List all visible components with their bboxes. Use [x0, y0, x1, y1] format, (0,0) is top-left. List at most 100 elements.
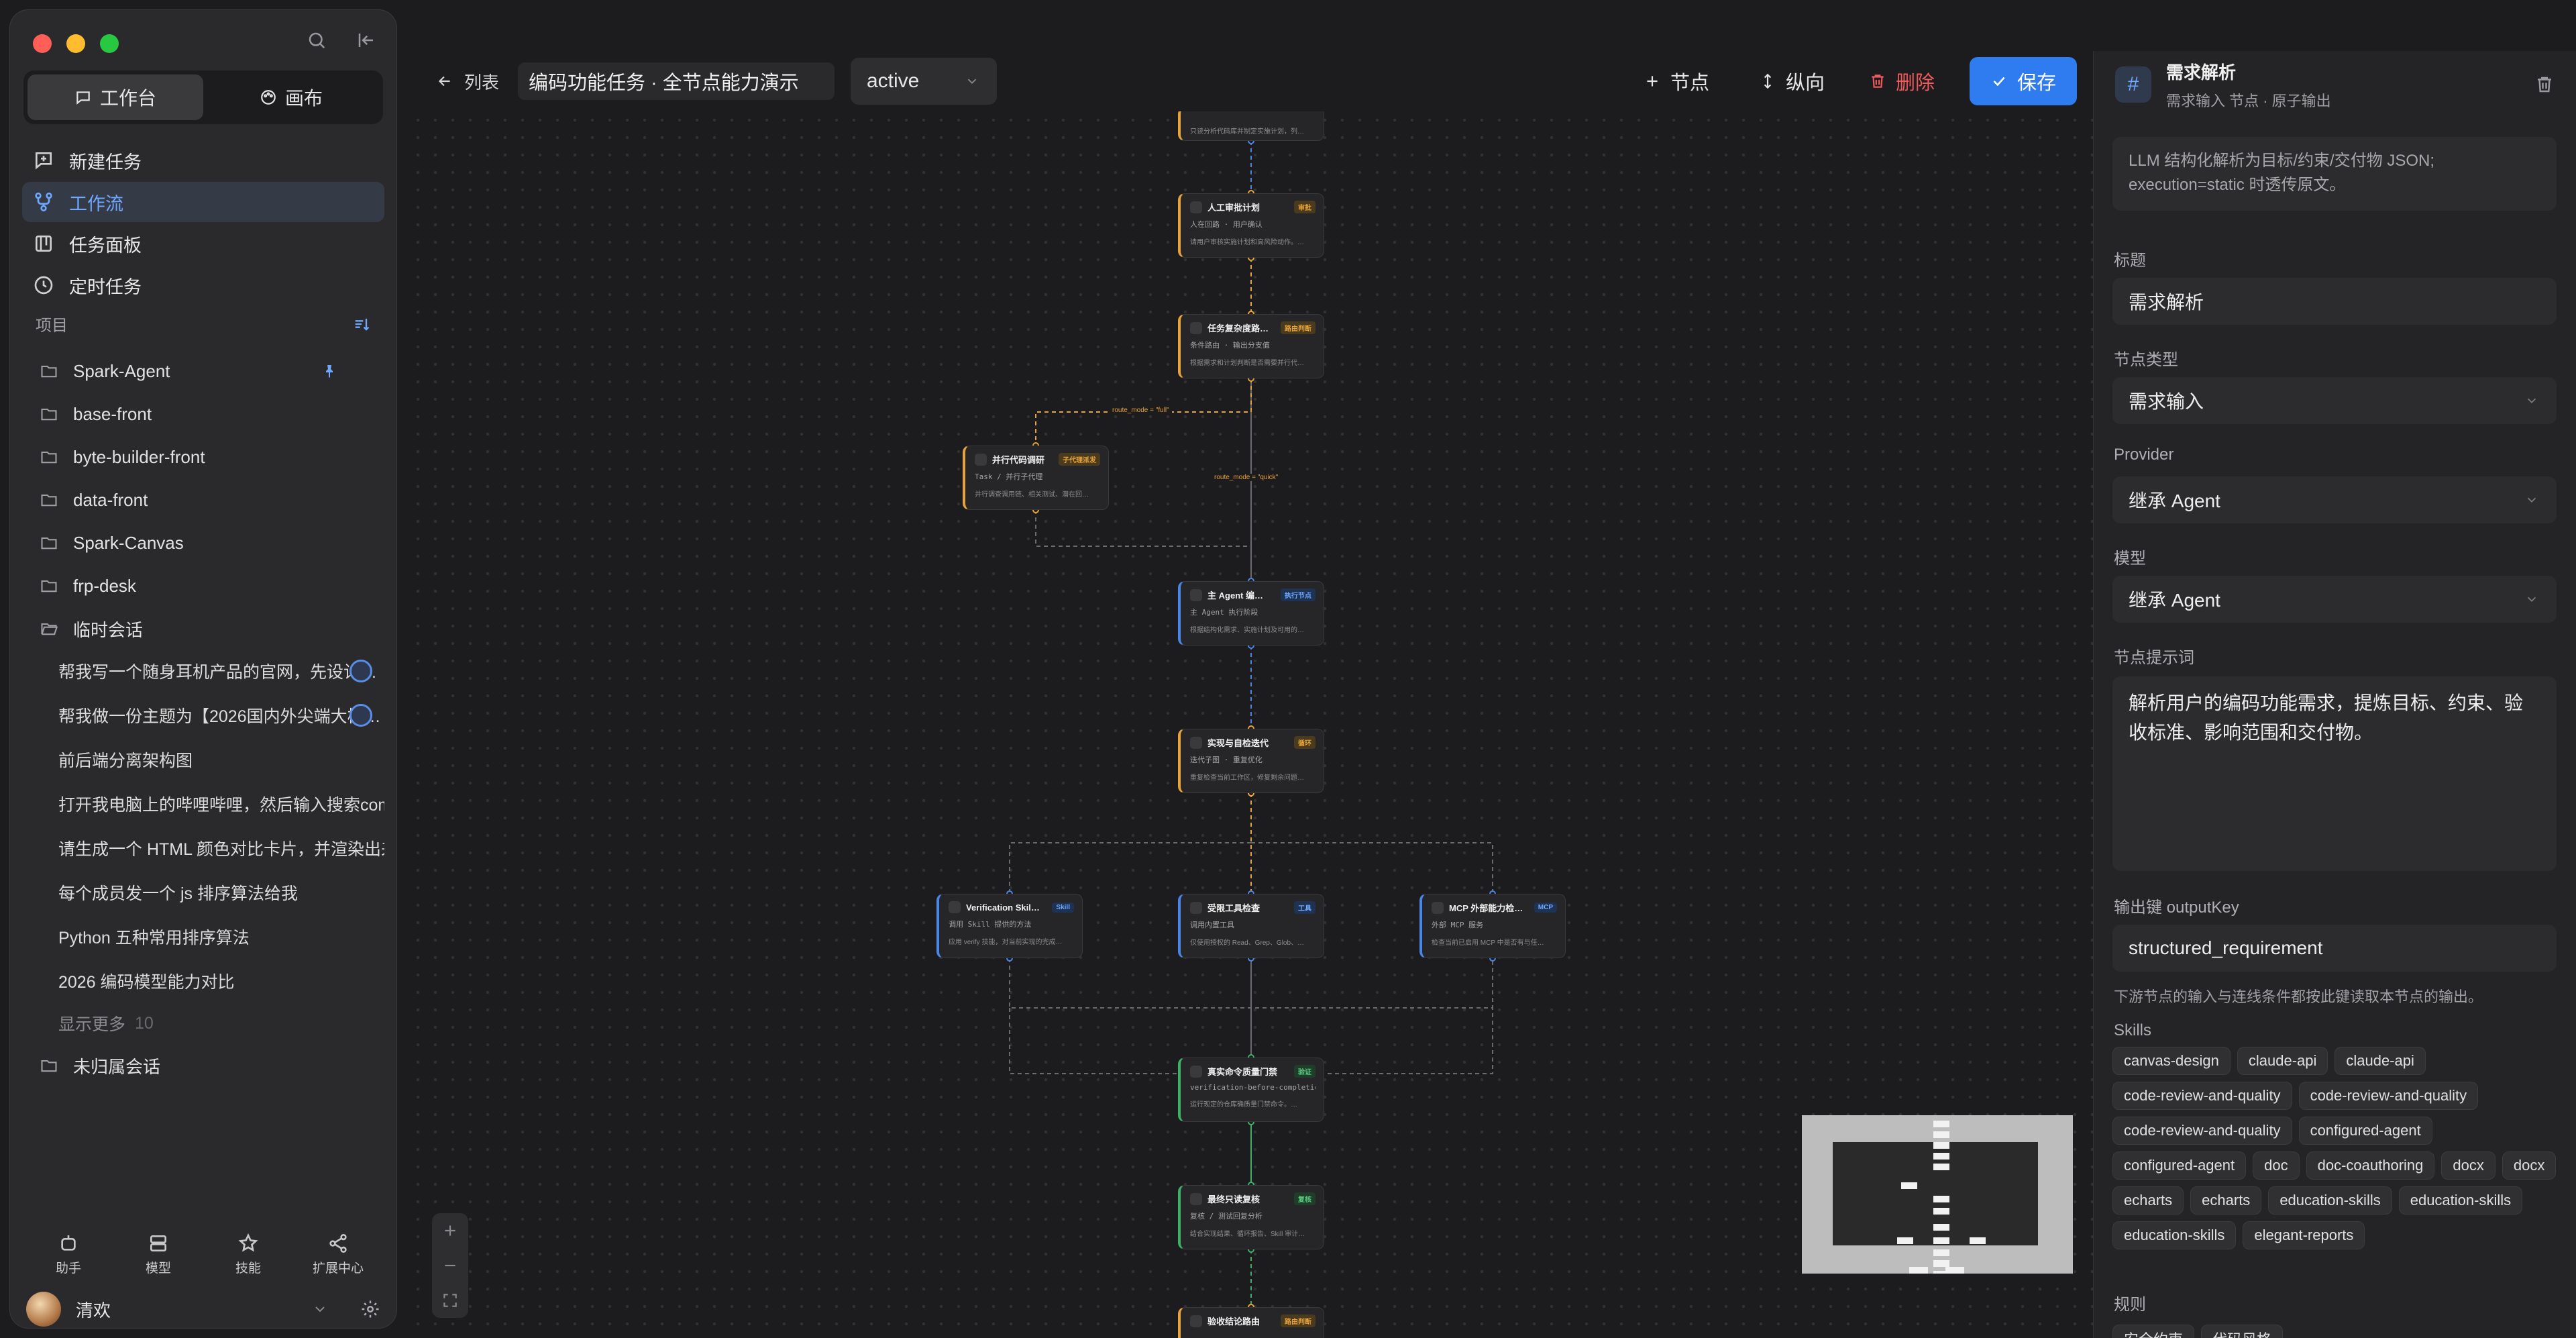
temp-folder[interactable]: 临时会话: [22, 607, 384, 650]
chat-item[interactable]: 帮我做一份主题为【2026国内外尖端大模…: [22, 693, 384, 737]
prompt-textarea[interactable]: 解析用户的编码功能需求，提炼目标、约束、验收标准、影响范围和交付物。: [2112, 676, 2557, 871]
model-select[interactable]: 继承 Agent: [2112, 576, 2557, 623]
chat-item[interactable]: 打开我电脑上的哔哩哔哩，然后输入搜索comf…: [22, 782, 384, 826]
project-item[interactable]: data-front: [22, 478, 384, 521]
type-select[interactable]: 需求输入: [2112, 377, 2557, 424]
close-window-button[interactable]: [33, 34, 52, 53]
skills-label: Skills: [2114, 1021, 2152, 1039]
workflow-node[interactable]: 主 Agent 编…执行节点 主 Agent 执行阶段 根据结构化需求、实施计划…: [1178, 581, 1324, 646]
chat-item[interactable]: 2026 编码模型能力对比: [22, 959, 384, 1003]
workflow-node[interactable]: 并行代码调研子代理派发 Task / 并行子代理 并行调查调用链、相关测试、潜在…: [963, 446, 1109, 510]
chevron-down-icon: [2524, 393, 2539, 408]
skill-chip[interactable]: canvas-design: [2112, 1047, 2231, 1075]
skill-chip[interactable]: doc: [2253, 1151, 2300, 1180]
skill-chip[interactable]: echarts: [2112, 1186, 2184, 1215]
project-item[interactable]: frp-desk: [22, 564, 384, 607]
skill-chip[interactable]: code-review-and-quality: [2112, 1117, 2292, 1145]
workflow-node[interactable]: 任务复杂度路…路由判断 条件路由 · 输出分支值 根据需求和计划判断是否需要并行…: [1178, 314, 1324, 378]
unassigned-folder[interactable]: 未归属会话: [22, 1043, 384, 1088]
chat-item[interactable]: 前后端分离架构图: [22, 737, 384, 782]
skill-chip[interactable]: education-skills: [2112, 1221, 2237, 1249]
nav-task-board[interactable]: 任务面板: [22, 223, 384, 264]
chat-label: 每个成员发一个 js 排序算法给我: [58, 884, 298, 903]
chat-item[interactable]: 请生成一个 HTML 颜色对比卡片，并渲染出来。: [22, 826, 384, 870]
search-icon[interactable]: [307, 30, 327, 50]
bottom-tab-assistant[interactable]: 助手: [28, 1233, 109, 1276]
skill-chip[interactable]: docx: [2441, 1151, 2496, 1180]
output-key-input[interactable]: structured_requirement: [2112, 925, 2557, 972]
rule-chip[interactable]: 安全约束: [2112, 1325, 2195, 1338]
chevron-down-icon[interactable]: [312, 1301, 328, 1317]
skill-chip[interactable]: claude-api: [2237, 1047, 2328, 1075]
project-item[interactable]: base-front: [22, 393, 384, 435]
user-menu[interactable]: 清欢: [26, 1289, 380, 1328]
workflow-canvas[interactable]: route_mode = "full" route_mode = "quick"…: [409, 111, 2093, 1338]
chat-item[interactable]: 每个成员发一个 js 排序算法给我: [22, 870, 384, 915]
sort-icon[interactable]: [352, 315, 371, 333]
project-item[interactable]: Spark-Agent: [22, 350, 384, 393]
rule-chip[interactable]: 代码风格: [2201, 1325, 2284, 1338]
workflow-node[interactable]: 人工审批计划审批 人在回路 · 用户确认 请用户审核实施计划和高风险动作。…: [1178, 193, 1324, 258]
skill-chip[interactable]: code-review-and-quality: [2112, 1082, 2292, 1110]
bottom-tab-label: 技能: [235, 1262, 261, 1276]
delete-button[interactable]: 删除: [1869, 67, 1935, 95]
workflow-node[interactable]: 最终只读复核复核 复核 / 测试回复分析 结合实现结果、循环报告、Skill 审…: [1178, 1185, 1324, 1249]
minimap[interactable]: [1802, 1115, 2073, 1274]
skill-chip[interactable]: configured-agent: [2298, 1117, 2432, 1145]
skill-chip[interactable]: code-review-and-quality: [2298, 1082, 2479, 1110]
add-node-button[interactable]: 节点: [1644, 67, 1709, 95]
fit-view-icon[interactable]: [441, 1292, 459, 1309]
bottom-tab-skill[interactable]: 技能: [208, 1233, 288, 1276]
workflow-node[interactable]: 实现与自检迭代循环 迭代子图 · 重复优化 重复检查当前工作区，修复剩余问题…: [1178, 729, 1324, 793]
workflow-node[interactable]: 验收结论路由路由判断: [1178, 1307, 1324, 1338]
workflow-node[interactable]: Verification Skil…Skill 调用 Skill 提供的方法 应…: [936, 894, 1083, 958]
skill-chip[interactable]: education-skills: [2398, 1186, 2523, 1215]
skill-chip[interactable]: claude-api: [2334, 1047, 2426, 1075]
project-item[interactable]: byte-builder-front: [22, 435, 384, 478]
project-item[interactable]: Spark-Canvas: [22, 521, 384, 564]
show-more-count: 10: [135, 1013, 154, 1033]
model-label: 模型: [2114, 550, 2146, 568]
pin-icon[interactable]: [321, 363, 337, 379]
skill-chip[interactable]: configured-agent: [2112, 1151, 2247, 1180]
minimize-window-button[interactable]: [66, 34, 85, 53]
workflow-node[interactable]: 只读分析代码库并制定实施计划，列…: [1178, 111, 1324, 141]
node-title: 受限工具检查: [1208, 903, 1260, 913]
nav-workflow[interactable]: 工作流: [22, 182, 384, 222]
skill-chip[interactable]: education-skills: [2268, 1186, 2392, 1215]
zoom-out-icon[interactable]: [441, 1257, 459, 1274]
layout-direction-button[interactable]: 纵向: [1759, 67, 1825, 95]
zoom-in-icon[interactable]: [441, 1222, 459, 1239]
tab-workbench[interactable]: 工作台: [28, 74, 203, 120]
title-input[interactable]: 需求解析: [2112, 278, 2557, 325]
workflow-node[interactable]: MCP 外部能力检…MCP 外部 MCP 服务 检查当前已启用 MCP 中是否有…: [1419, 894, 1566, 958]
prompt-label: 节点提示词: [2114, 649, 2194, 667]
provider-select[interactable]: 继承 Agent: [2112, 476, 2557, 523]
skill-chip[interactable]: echarts: [2190, 1186, 2262, 1215]
show-more-button[interactable]: 显示更多 10: [22, 1003, 384, 1043]
chat-item[interactable]: Python 五种常用排序算法: [22, 915, 384, 959]
save-button[interactable]: 保存: [1970, 57, 2077, 105]
skill-chip[interactable]: elegant-reports: [2243, 1221, 2365, 1249]
node-badge: MCP: [1534, 903, 1557, 913]
nav-scheduled[interactable]: 定时任务: [22, 265, 384, 305]
status-select[interactable]: active: [851, 58, 997, 105]
bottom-tab-extension[interactable]: 扩展中心: [298, 1233, 378, 1276]
collapse-sidebar-icon[interactable]: [356, 30, 376, 50]
maximize-window-button[interactable]: [100, 34, 119, 53]
skill-chip[interactable]: doc-coauthoring: [2306, 1151, 2435, 1180]
chat-item[interactable]: 帮我写一个随身耳机产品的官网，先设计…: [22, 649, 384, 693]
back-to-list-button[interactable]: 列表: [436, 69, 499, 94]
tab-canvas[interactable]: 画布: [203, 74, 379, 120]
bottom-tab-model[interactable]: 模型: [118, 1233, 199, 1276]
workflow-node[interactable]: 受限工具检查工具 调用内置工具 仅使用授权的 Read、Grep、Glob、…: [1178, 894, 1324, 958]
agent-icon: [1190, 588, 1202, 601]
workflow-title-input[interactable]: 编码功能任务 · 全节点能力演示: [518, 62, 835, 100]
vertical-arrows-icon: [1759, 72, 1776, 90]
workflow-node[interactable]: 真实命令质量门禁验证 verification-before-completio…: [1178, 1058, 1324, 1122]
gear-icon[interactable]: [360, 1299, 380, 1319]
trash-icon[interactable]: [2534, 74, 2555, 95]
skill-chip[interactable]: docx: [2502, 1151, 2557, 1180]
nav-new-task[interactable]: 新建任务: [22, 140, 384, 181]
unassigned-label: 未归属会话: [73, 1056, 161, 1077]
